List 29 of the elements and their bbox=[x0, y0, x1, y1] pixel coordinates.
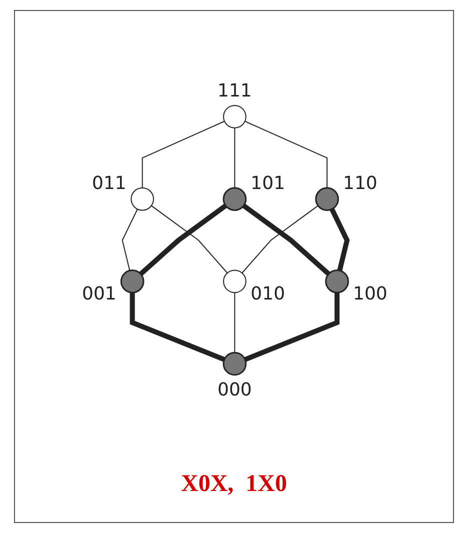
empty-vertex-circle bbox=[223, 105, 247, 129]
vertex-label: 001 bbox=[82, 284, 117, 305]
vertex-label: 010 bbox=[251, 284, 286, 305]
filled-vertex-circle bbox=[120, 270, 145, 294]
caption: X0X, 1X0 bbox=[181, 471, 287, 497]
edge-line bbox=[234, 292, 236, 354]
filled-vertex-circle bbox=[325, 270, 350, 294]
vertex-label: 101 bbox=[251, 173, 286, 194]
vertex-label: 011 bbox=[92, 173, 127, 194]
empty-vertex-circle bbox=[130, 188, 154, 211]
edge-line bbox=[234, 128, 236, 189]
filled-vertex-circle bbox=[315, 187, 340, 212]
edge-line bbox=[142, 121, 226, 189]
edge-line bbox=[330, 208, 350, 272]
edge-line bbox=[242, 204, 331, 276]
edge-line bbox=[139, 204, 228, 276]
vertex-label: 100 bbox=[353, 284, 388, 305]
empty-vertex-circle bbox=[223, 270, 247, 294]
vertex-label: 110 bbox=[343, 173, 378, 194]
filled-vertex-circle bbox=[223, 187, 247, 212]
edge-line bbox=[244, 292, 340, 362]
edge-line bbox=[242, 205, 319, 274]
vertex-label: 111 bbox=[218, 80, 252, 102]
edge-line bbox=[130, 292, 226, 362]
edge-line bbox=[244, 121, 328, 189]
filled-vertex-circle bbox=[223, 352, 247, 376]
edge-line bbox=[122, 208, 138, 272]
vertex-label: 000 bbox=[218, 380, 252, 401]
edge-line bbox=[151, 205, 228, 274]
